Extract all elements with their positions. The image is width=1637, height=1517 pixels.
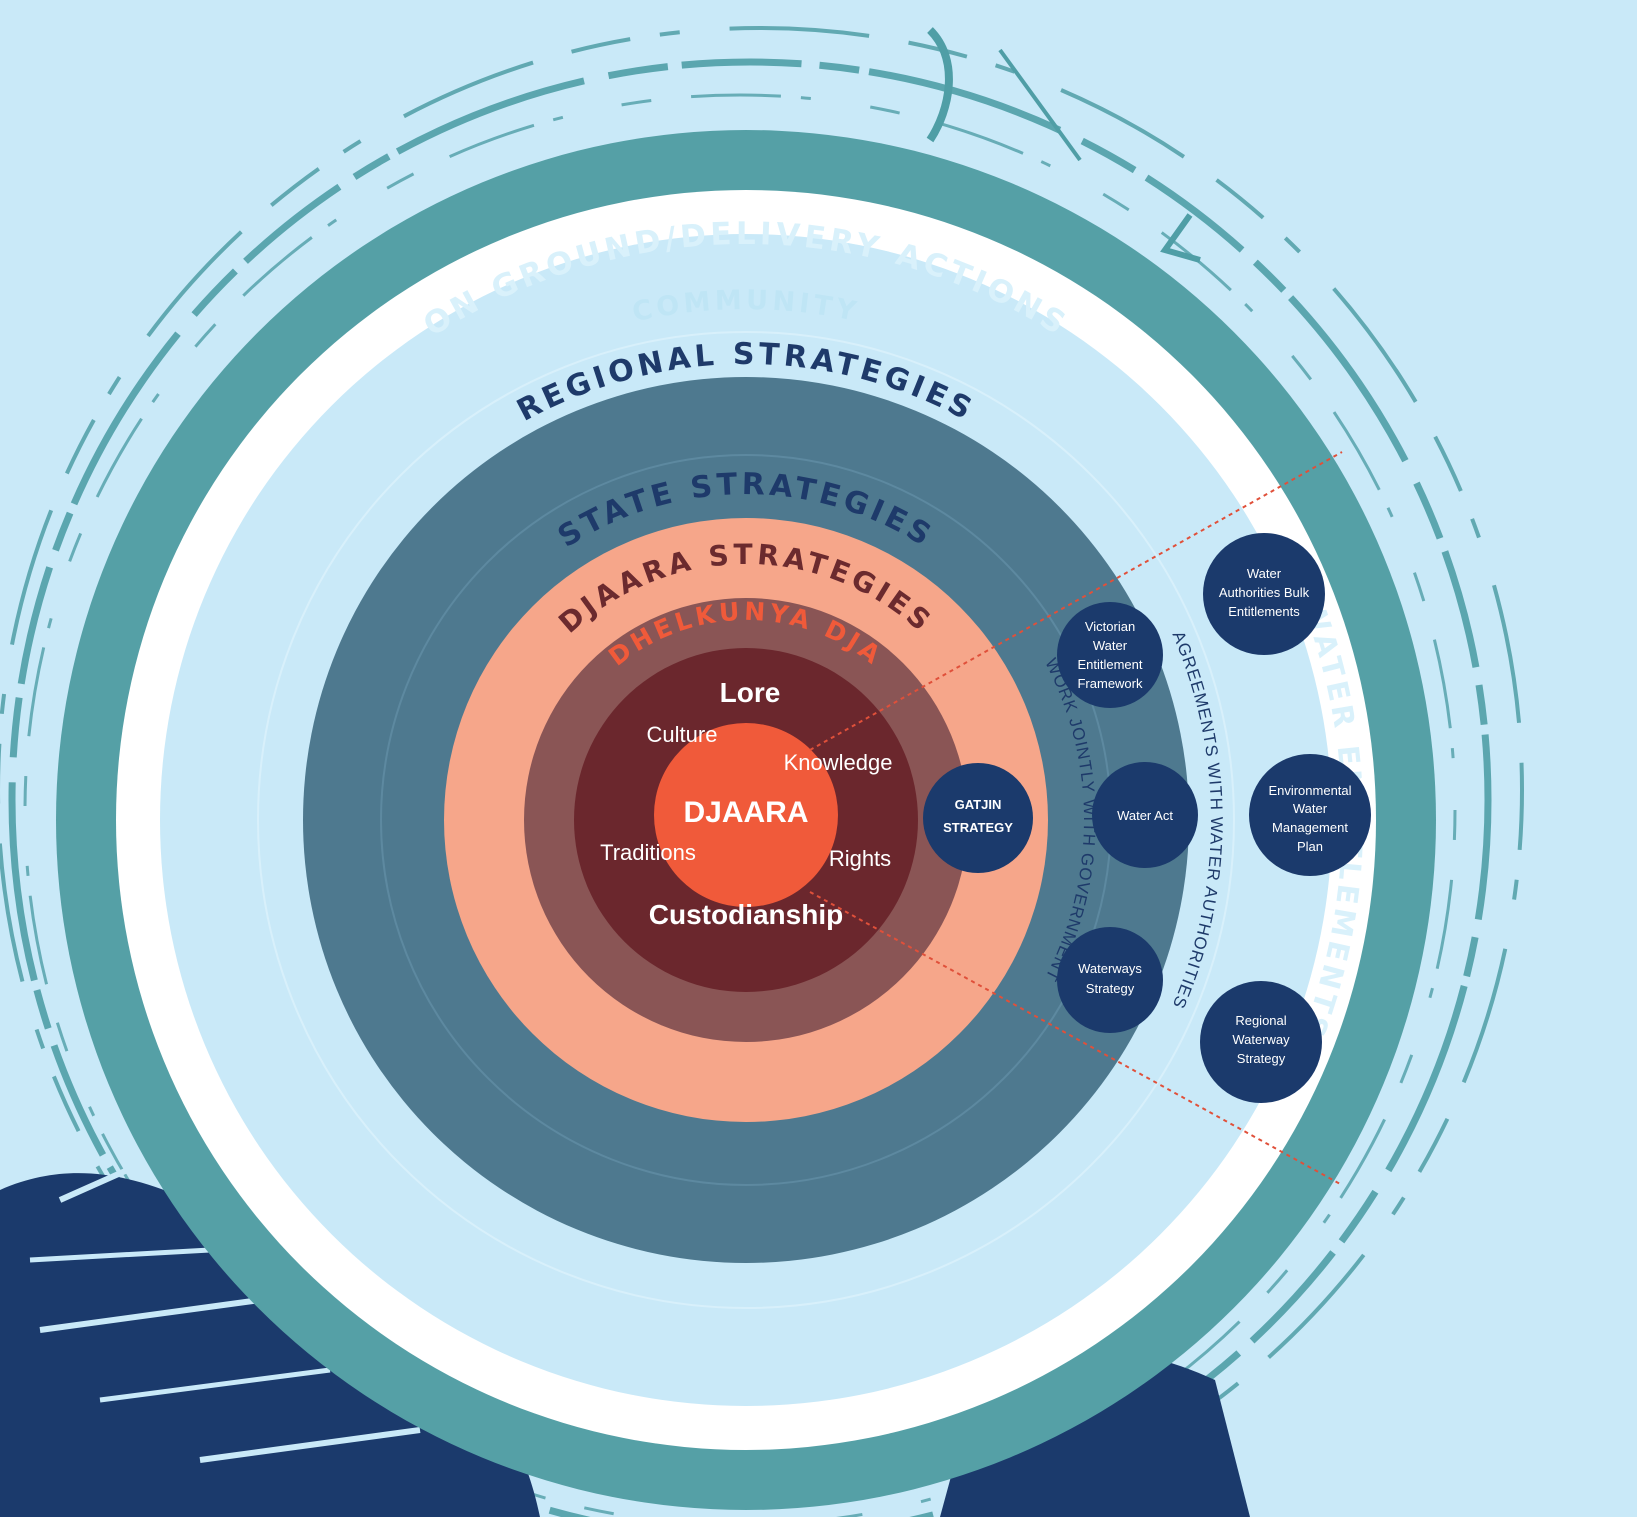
value-custodianship: Custodianship (649, 899, 843, 930)
svg-text:Plan: Plan (1297, 839, 1323, 854)
svg-text:Entitlements: Entitlements (1228, 604, 1300, 619)
bubble-gatjin-strategy: GATJIN STRATEGY (923, 763, 1033, 873)
connector-line-upper (809, 451, 1343, 751)
svg-text:Framework: Framework (1077, 676, 1143, 691)
navy-brush-shape (0, 1157, 1250, 1517)
svg-text:Strategy: Strategy (1086, 981, 1135, 996)
value-culture: Culture (647, 722, 718, 747)
connector-line-lower (809, 891, 1343, 1186)
svg-text:Water: Water (1093, 638, 1128, 653)
bubble-water-act: Water Act (1092, 762, 1198, 868)
svg-text:Environmental: Environmental (1268, 783, 1351, 798)
bubble-waterways-strategy: Waterways Strategy (1057, 927, 1163, 1033)
svg-text:STRATEGY: STRATEGY (943, 820, 1013, 835)
value-knowledge: Knowledge (784, 750, 893, 775)
core-djaara (654, 723, 838, 907)
value-rights: Rights (829, 846, 891, 871)
ring-regional-guide (257, 331, 1235, 1309)
brush-texture (0, 26, 1524, 1517)
bubble-regional-waterway-strategy: Regional Waterway Strategy (1200, 981, 1322, 1103)
svg-text:Water Act: Water Act (1117, 808, 1173, 823)
core-label-djaara: DJAARA (683, 796, 808, 829)
svg-text:Regional: Regional (1235, 1013, 1286, 1028)
bubble-victorian-water-entitlement-framework: Victorian Water Entitlement Framework (1057, 602, 1163, 708)
value-traditions: Traditions (600, 840, 696, 865)
svg-text:Waterway: Waterway (1232, 1032, 1290, 1047)
svg-text:GATJIN: GATJIN (955, 797, 1002, 812)
svg-text:Strategy: Strategy (1237, 1051, 1286, 1066)
value-lore: Lore (720, 677, 781, 708)
svg-text:Entitlement: Entitlement (1077, 657, 1142, 672)
svg-text:Water: Water (1247, 566, 1282, 581)
svg-text:Victorian: Victorian (1085, 619, 1135, 634)
svg-text:Water: Water (1293, 801, 1328, 816)
svg-text:Waterways: Waterways (1078, 961, 1142, 976)
bubble-water-authorities-bulk-entitlements: Water Authorities Bulk Entitlements (1203, 533, 1325, 655)
svg-text:Management: Management (1272, 820, 1348, 835)
svg-text:Authorities Bulk: Authorities Bulk (1219, 585, 1310, 600)
bubble-environmental-water-management-plan: Environmental Water Management Plan (1249, 754, 1371, 876)
